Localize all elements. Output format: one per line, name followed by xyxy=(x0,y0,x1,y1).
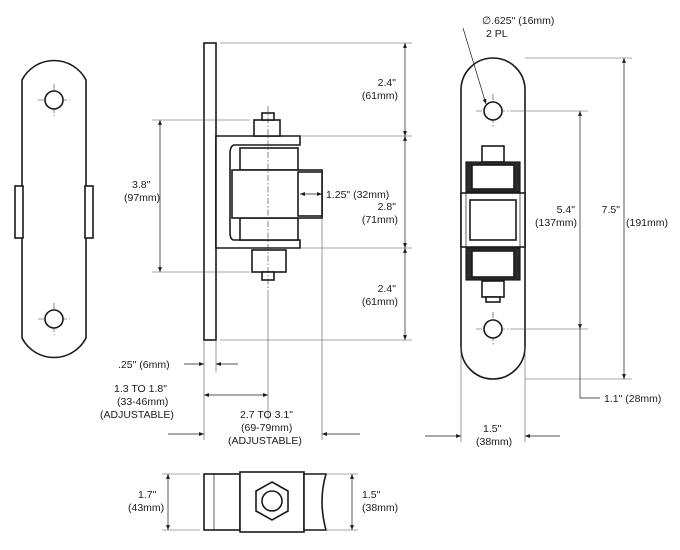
strap-width-metric: (38mm) xyxy=(476,436,512,448)
top-hole-icon xyxy=(44,90,64,110)
bottom-hole-icon xyxy=(44,309,64,329)
hole-spacing-imperial: 5.4" xyxy=(557,204,576,216)
dimension-labels: ∅.625" (16mm) 2 PL 2.4" (61mm) 2.8" (71m… xyxy=(100,15,668,514)
bottom-width-metric: (38mm) xyxy=(362,502,398,514)
overall-length-imperial: 7.5" xyxy=(602,204,621,216)
bottom-depth-metric: (43mm) xyxy=(128,502,164,514)
offset-adjust-line1: 1.3 TO 1.8" xyxy=(114,383,167,395)
hole-bottom-icon xyxy=(483,319,503,339)
hole-callout-line1: ∅.625" (16mm) xyxy=(482,15,554,27)
middle-side-view xyxy=(203,42,323,341)
top-offset-imperial: 2.4" xyxy=(378,77,397,89)
right-front-view xyxy=(460,57,526,380)
center-span-metric: (71mm) xyxy=(362,214,398,226)
depth-adjust-line1: 2.7 TO 3.1" xyxy=(240,409,293,421)
overall-length-metric: (191mm) xyxy=(626,217,668,229)
bottom-plan-view xyxy=(203,471,328,533)
spring-width-label: 1.25" (32mm) xyxy=(326,189,389,201)
hole-top-icon xyxy=(483,101,503,121)
end-radius-label: 1.1" (28mm) xyxy=(604,393,661,405)
bottom-offset-metric: (61mm) xyxy=(362,296,398,308)
top-offset-metric: (61mm) xyxy=(362,90,398,102)
offset-adjust-line2: (33-46mm) xyxy=(117,396,168,408)
center-span-imperial: 2.8" xyxy=(378,201,397,213)
hinge-height-imperial: 3.8" xyxy=(132,179,151,191)
strap-width-imperial: 1.5" xyxy=(483,423,502,435)
left-strap-view xyxy=(14,59,94,359)
hole-callout-line2: 2 PL xyxy=(486,28,508,40)
hinge-height-metric: (97mm) xyxy=(124,192,160,204)
bottom-offset-imperial: 2.4" xyxy=(378,283,397,295)
dimension-lines xyxy=(152,27,632,531)
depth-adjust-line2: (69-79mm) xyxy=(241,422,292,434)
depth-adjust-line3: (ADJUSTABLE) xyxy=(228,435,302,447)
plate-thickness-label: .25" (6mm) xyxy=(118,359,170,371)
bottom-depth-imperial: 1.7" xyxy=(138,489,157,501)
offset-adjust-line3: (ADJUSTABLE) xyxy=(100,409,174,421)
bottom-width-imperial: 1.5" xyxy=(362,489,381,501)
hole-spacing-metric: (137mm) xyxy=(535,217,577,229)
